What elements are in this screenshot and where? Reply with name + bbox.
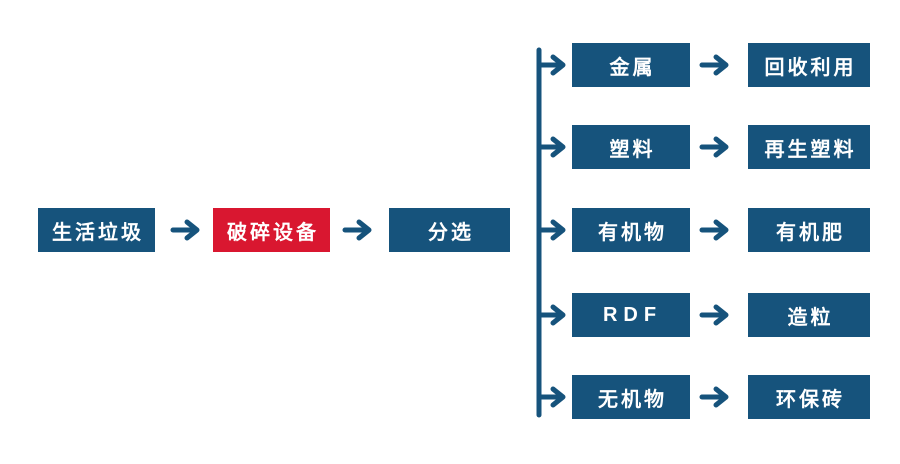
node-crushing-equipment: 破碎设备 [213,208,330,252]
node-metal: 金属 [572,43,690,87]
node-organic-fertilizer: 有机肥 [748,208,870,252]
arrow-icon [699,136,729,158]
node-plastic: 塑料 [572,125,690,169]
node-recycled-plastic: 再生塑料 [748,125,870,169]
arrow-icon [699,386,729,408]
arrow-icon [699,304,729,326]
node-sorting: 分选 [389,208,510,252]
arrow-icon [699,54,729,76]
branch-arrow-icon [536,54,566,76]
node-household-waste: 生活垃圾 [38,208,155,252]
branch-arrow-icon [536,304,566,326]
branch-arrow-icon [536,136,566,158]
arrow-icon [699,219,729,241]
node-organic-matter: 有机物 [572,208,690,252]
node-recycling: 回收利用 [748,43,870,87]
arrow-icon [342,219,372,241]
node-inorganic-matter: 无机物 [572,375,690,419]
node-eco-brick: 环保砖 [748,375,870,419]
node-rdf: RDF [572,293,690,337]
branch-arrow-icon [536,386,566,408]
branch-arrow-icon [536,219,566,241]
node-granulation: 造粒 [748,293,870,337]
arrow-icon [170,219,200,241]
